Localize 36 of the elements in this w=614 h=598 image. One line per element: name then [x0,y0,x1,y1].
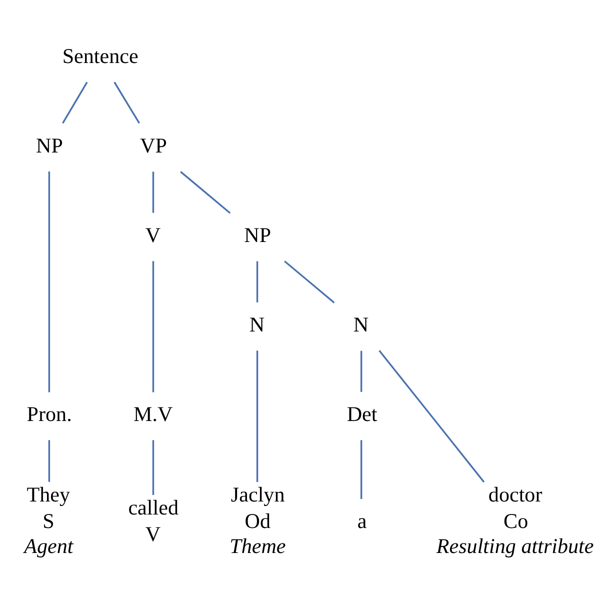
connector [256,261,258,302]
node-text: They [26,482,70,507]
connector [360,350,362,392]
node-text: Sentence [62,44,138,68]
connector [152,172,154,213]
connector [48,440,50,482]
node-text: Det [346,402,378,426]
connector [180,171,231,214]
node-label: Co [504,508,528,533]
connector [256,350,258,482]
node-text: VP [140,134,167,158]
node-text: N [249,312,265,337]
node-text: NP [244,223,272,248]
node-text: M.V [133,402,173,426]
connector [284,260,335,304]
connector [378,350,485,483]
node-text: Pron. [26,402,72,426]
node-label: Theme [230,534,286,558]
connector [62,82,88,124]
node-text: V [145,223,161,248]
node-label: S [42,508,54,533]
node-label: V [145,522,161,546]
connector [152,440,154,495]
node-text: N [353,312,369,337]
node-label: Agent [24,534,74,558]
connector [360,440,362,500]
node-text: a [357,508,367,533]
node-text: NP [36,134,63,158]
connector [152,261,154,392]
connector [114,82,140,124]
node-text: Jaclyn [230,482,285,507]
connector [48,172,50,392]
node-text: called [128,496,178,520]
node-label: Resulting attribute [436,534,594,558]
node-text: doctor [488,482,542,507]
node-label: Od [244,508,271,533]
